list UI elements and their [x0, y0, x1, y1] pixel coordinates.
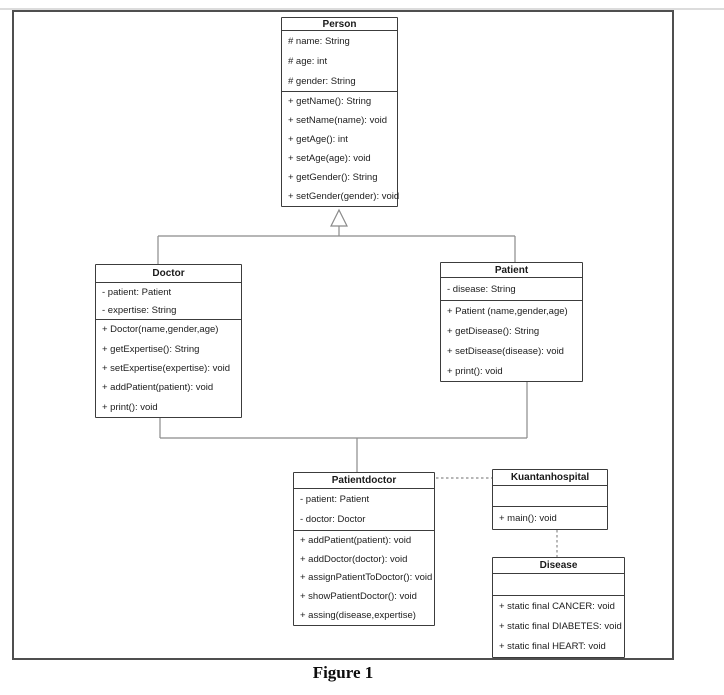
- attribute: - expertise: String: [102, 304, 177, 316]
- method: + Doctor(name,gender,age): [102, 324, 219, 336]
- method: + getAge(): int: [288, 134, 348, 145]
- class-doctor-title: Doctor: [96, 265, 241, 283]
- window-edge-strip: [0, 8, 724, 10]
- method: + static final HEART: void: [499, 641, 606, 653]
- class-patientdoctor: Patientdoctor - patient: Patient - docto…: [293, 472, 435, 626]
- class-doctor: Doctor - patient: Patient - expertise: S…: [95, 264, 242, 418]
- attribute: - patient: Patient: [102, 286, 172, 298]
- class-person: Person # name: String # age: int # gende…: [281, 17, 400, 207]
- method: + getDisease(): String: [447, 325, 540, 337]
- class-patientdoctor-methods: + addPatient(patient): void + addDoctor(…: [294, 531, 434, 625]
- method: + setGender(gender): void: [288, 191, 400, 202]
- figure-caption: Figure 1: [312, 663, 374, 682]
- class-person-methods: + getName(): String + setName(name): voi…: [282, 92, 400, 206]
- class-kuantanhospital-title: Kuantanhospital: [493, 470, 607, 486]
- method: + print(): void: [447, 365, 503, 377]
- attribute: # age: int: [288, 55, 328, 67]
- method: + setAge(age): void: [288, 153, 371, 164]
- method: + assing(disease,expertise): [300, 610, 416, 622]
- class-patient-methods: + Patient (name,gender,age) + getDisease…: [441, 301, 582, 381]
- class-patientdoctor-title: Patientdoctor: [294, 473, 434, 489]
- inheritance-triangle-icon: [330, 208, 348, 227]
- class-disease-title: Disease: [493, 558, 624, 574]
- attribute: - doctor: Doctor: [300, 514, 366, 526]
- method: + addPatient(patient): void: [300, 534, 412, 546]
- attribute: - disease: String: [447, 283, 516, 295]
- class-patient-attributes: - disease: String: [441, 278, 582, 301]
- class-doctor-attributes: - patient: Patient - expertise: String: [96, 283, 241, 320]
- generalization-connector: [157, 208, 516, 264]
- class-kuantanhospital: Kuantanhospital + main(): void: [492, 469, 608, 530]
- class-disease-methods: + static final CANCER: void + static fin…: [493, 596, 624, 657]
- method: + setName(name): void: [288, 115, 387, 126]
- class-patient: Patient - disease: String + Patient (nam…: [440, 262, 583, 382]
- method: + getExpertise(): String: [102, 343, 200, 355]
- method: + static final DIABETES: void: [499, 620, 622, 632]
- attribute: - patient: Patient: [300, 493, 370, 505]
- method: + static final CANCER: void: [499, 600, 615, 612]
- method: + assignPatientToDoctor(): void: [300, 572, 433, 584]
- class-patientdoctor-attributes: - patient: Patient - doctor: Doctor: [294, 489, 434, 531]
- class-person-title: Person: [282, 18, 397, 31]
- method: + main(): void: [499, 512, 557, 524]
- class-disease-attributes: [493, 574, 624, 596]
- method: + addPatient(patient): void: [102, 382, 214, 394]
- method: + print(): void: [102, 401, 158, 413]
- method: + getGender(): String: [288, 172, 378, 183]
- class-doctor-methods: + Doctor(name,gender,age) + getExpertise…: [96, 320, 241, 417]
- attribute: # name: String: [288, 35, 350, 47]
- method: + Patient (name,gender,age): [447, 305, 568, 317]
- class-patient-title: Patient: [441, 263, 582, 278]
- attribute: # gender: String: [288, 75, 356, 87]
- method: + addDoctor(doctor): void: [300, 553, 408, 565]
- class-kuantanhospital-methods: + main(): void: [493, 507, 607, 529]
- method: + showPatientDoctor(): void: [300, 591, 417, 603]
- class-person-attributes: # name: String # age: int # gender: Stri…: [282, 31, 397, 92]
- method: + getName(): String: [288, 96, 372, 107]
- class-disease: Disease + static final CANCER: void + st…: [492, 557, 625, 658]
- class-kuantanhospital-attributes: [493, 486, 607, 507]
- method: + setExpertise(expertise): void: [102, 362, 231, 374]
- method: + setDisease(disease): void: [447, 345, 564, 357]
